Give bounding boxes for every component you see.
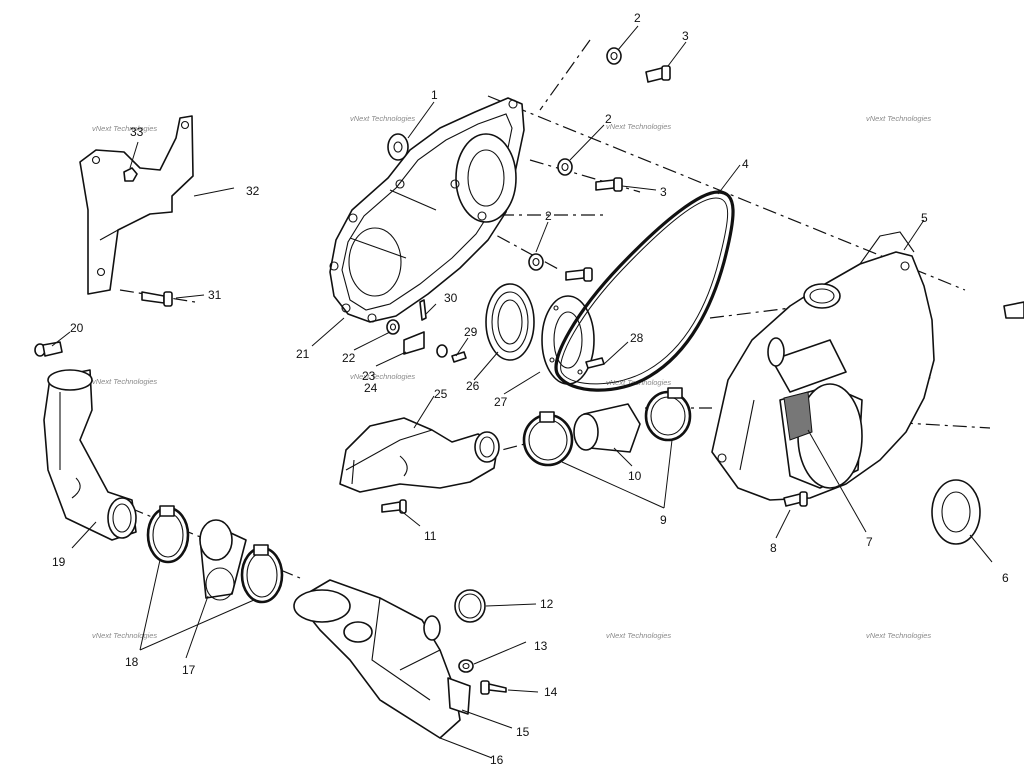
callout-6: 6 bbox=[1002, 571, 1009, 585]
ring-part-6 bbox=[931, 479, 981, 545]
washer-part-13 bbox=[458, 659, 474, 673]
callout-3a: 3 bbox=[682, 29, 689, 43]
callout-9: 9 bbox=[660, 513, 667, 527]
sleeve-part-10 bbox=[573, 403, 641, 453]
callout-33: 33 bbox=[130, 125, 144, 139]
ring-part-12 bbox=[454, 589, 486, 623]
screw-part-11 bbox=[381, 499, 407, 514]
bolt-part-3-b bbox=[595, 177, 623, 192]
bracket-part-24 bbox=[403, 331, 425, 355]
callout-4: 4 bbox=[742, 157, 749, 171]
watermark-3: vNext Technologies bbox=[606, 122, 671, 131]
callout-1: 1 bbox=[431, 88, 438, 102]
watermark-1: vNext Technologies bbox=[92, 124, 157, 133]
watermark-6: vNext Technologies bbox=[350, 372, 415, 381]
screw-part-29 bbox=[451, 351, 467, 363]
callout-5: 5 bbox=[921, 211, 928, 225]
back-plate-part-21 bbox=[329, 97, 525, 323]
callout-labels: 1 2 2 2 3 3 4 5 6 7 8 9 10 11 12 13 14 1… bbox=[52, 11, 1009, 767]
callout-12: 12 bbox=[540, 597, 554, 611]
leader-lines bbox=[51, 25, 993, 759]
callout-13: 13 bbox=[534, 639, 548, 653]
bolt-part-31 bbox=[141, 291, 173, 307]
callout-24: 24 bbox=[364, 381, 378, 395]
callout-29: 29 bbox=[464, 325, 478, 339]
watermark-5: vNext Technologies bbox=[92, 377, 157, 386]
duct-part-25 bbox=[339, 417, 500, 493]
seal-part-26 bbox=[485, 283, 535, 361]
drive-belt-part-4 bbox=[554, 190, 735, 392]
washer-part-2-c bbox=[528, 253, 544, 271]
washer-part-22 bbox=[386, 319, 400, 335]
bolt-part-3-a bbox=[645, 65, 671, 83]
nut-part-33 bbox=[123, 167, 138, 182]
callout-2b: 2 bbox=[605, 112, 612, 126]
air-box-part-16 bbox=[293, 579, 461, 739]
washer-part-2-a bbox=[606, 47, 622, 65]
plate-part-27 bbox=[541, 295, 595, 385]
watermark-10: vNext Technologies bbox=[606, 631, 671, 640]
callout-26: 26 bbox=[466, 379, 480, 393]
callout-28: 28 bbox=[630, 331, 644, 345]
callout-19: 19 bbox=[52, 555, 66, 569]
callout-10: 10 bbox=[628, 469, 642, 483]
intake-duct-part-19 bbox=[43, 369, 137, 541]
pad-part-15 bbox=[447, 677, 471, 715]
callout-22: 22 bbox=[342, 351, 356, 365]
callout-31: 31 bbox=[208, 288, 222, 302]
callout-14: 14 bbox=[544, 685, 558, 699]
callout-18: 18 bbox=[125, 655, 139, 669]
washer-part-2-b bbox=[557, 158, 573, 176]
callout-27: 27 bbox=[494, 395, 508, 409]
bolt-part-3-c bbox=[565, 267, 593, 282]
outer-cover-part-5 bbox=[711, 231, 935, 501]
callout-20: 20 bbox=[70, 321, 84, 335]
bolt-edge bbox=[1003, 301, 1024, 319]
clamp-part-18-a bbox=[146, 505, 190, 564]
screw-part-14 bbox=[480, 680, 507, 695]
watermark-9: vNext Technologies bbox=[92, 631, 157, 640]
callout-17: 17 bbox=[182, 663, 196, 677]
callout-2a: 2 bbox=[634, 11, 641, 25]
callout-25: 25 bbox=[434, 387, 448, 401]
callout-3b: 3 bbox=[660, 185, 667, 199]
screw-part-8 bbox=[783, 491, 808, 507]
callout-7: 7 bbox=[866, 535, 873, 549]
clamp-part-18-b bbox=[240, 544, 284, 604]
callout-30: 30 bbox=[444, 291, 458, 305]
pin-part-30 bbox=[419, 299, 427, 321]
watermark-11: vNext Technologies bbox=[866, 631, 931, 640]
filter-part-7 bbox=[779, 383, 863, 489]
callout-32: 32 bbox=[246, 184, 260, 198]
watermark-4: vNext Technologies bbox=[866, 114, 931, 123]
clamp-part-9-a bbox=[522, 411, 574, 467]
coupler-part-17 bbox=[199, 519, 247, 601]
watermark-2: vNext Technologies bbox=[350, 114, 415, 123]
callout-16: 16 bbox=[490, 753, 504, 767]
callout-15: 15 bbox=[516, 725, 530, 739]
bracket-part-32 bbox=[79, 115, 194, 295]
callout-8: 8 bbox=[770, 541, 777, 555]
callout-2c: 2 bbox=[545, 209, 552, 223]
callout-21: 21 bbox=[296, 347, 310, 361]
callout-11: 11 bbox=[424, 529, 437, 543]
clamp-part-9-b bbox=[644, 387, 692, 442]
pin-part-20 bbox=[34, 341, 63, 357]
callout-23: 23 bbox=[362, 369, 376, 383]
washer-part-1 bbox=[387, 133, 409, 161]
washer-part-29-a bbox=[436, 344, 448, 358]
